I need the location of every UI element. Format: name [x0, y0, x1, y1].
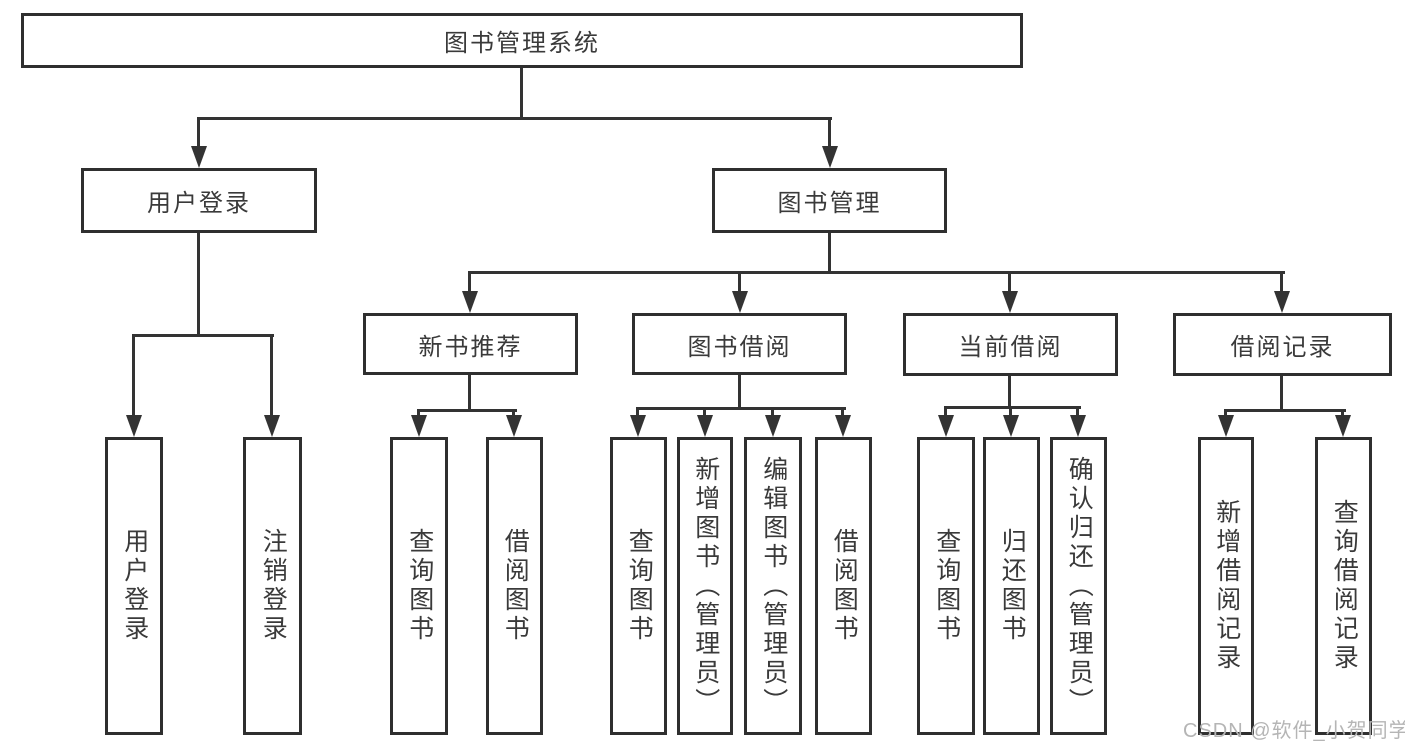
arrowhead-leaf-logout: [264, 415, 280, 437]
arrowhead-leaf-add-record: [1218, 415, 1234, 437]
leaf-logout-label: 注销登录: [259, 528, 288, 644]
arrowhead-leaf-user-login: [126, 415, 142, 437]
arrowhead-leaf-query-books-1: [411, 415, 427, 437]
connector-to-leaf-query-record: [1341, 409, 1344, 419]
leaf-query-borrow-record-label: 查询借阅记录: [1330, 499, 1359, 673]
leaf-query-books-2: 查询图书: [610, 437, 667, 735]
leaf-user-login: 用户登录: [105, 437, 163, 735]
arrowhead-book-borrowing: [732, 291, 748, 313]
connector-book-borrowing-stem: [738, 375, 741, 410]
leaf-return-book: 归还图书: [983, 437, 1040, 735]
connector-book-mgmt-stem: [828, 233, 831, 274]
arrowhead-leaf-confirm-return: [1070, 415, 1086, 437]
connector-to-leaf-logout: [270, 334, 273, 418]
connector-to-book-borrowing: [738, 271, 741, 293]
connector-to-leaf-edit-book: [771, 407, 774, 419]
connector-to-leaf-add-book: [703, 407, 706, 419]
leaf-logout: 注销登录: [243, 437, 302, 735]
connector-to-leaf-borrow-books-1: [512, 409, 515, 419]
connector-to-leaf-add-record: [1224, 409, 1227, 419]
connector-to-leaf-query-books-1: [417, 409, 420, 419]
leaf-edit-book-admin-label: 编辑图书（管理员）: [759, 455, 788, 717]
connector-user-login-stem: [197, 233, 200, 337]
connector-root-rail: [197, 117, 832, 120]
leaf-confirm-return-admin-label: 确认归还（管理员）: [1065, 455, 1094, 717]
arrowhead-leaf-borrow-books-1: [506, 415, 522, 437]
csdn-watermark: CSDN @软件_小贺同学: [1183, 720, 1405, 742]
node-current-borrowing: 当前借阅: [903, 313, 1118, 376]
leaf-borrow-books-2-label: 借阅图书: [830, 528, 859, 644]
arrowhead-leaf-query-record: [1335, 415, 1351, 437]
connector-to-leaf-return-book: [1009, 406, 1012, 419]
leaf-query-borrow-record: 查询借阅记录: [1315, 437, 1372, 735]
arrowhead-current-borrowing: [1002, 291, 1018, 313]
leaf-query-books-1: 查询图书: [390, 437, 448, 735]
connector-to-new-books: [468, 271, 471, 293]
leaf-return-book-label: 归还图书: [998, 528, 1027, 644]
connector-new-books-rail: [417, 409, 517, 412]
connector-new-books-stem: [468, 375, 471, 412]
leaf-add-borrow-record: 新增借阅记录: [1198, 437, 1254, 735]
node-book-borrowing: 图书借阅: [632, 313, 847, 375]
connector-to-current-borrowing: [1008, 271, 1011, 293]
arrowhead-leaf-add-book: [697, 415, 713, 437]
node-user-login: 用户登录: [81, 168, 317, 233]
leaf-query-books-3-label: 查询图书: [932, 528, 961, 644]
node-borrow-records: 借阅记录: [1173, 313, 1392, 376]
connector-borrow-records-stem: [1280, 376, 1283, 412]
arrowhead-leaf-query-books-2: [630, 415, 646, 437]
node-library-system: 图书管理系统: [21, 13, 1023, 68]
leaf-borrow-books-1-label: 借阅图书: [501, 528, 530, 644]
connector-book-borrowing-rail: [636, 407, 846, 410]
connector-user-login-rail: [132, 334, 274, 337]
leaf-add-book-admin-label: 新增图书（管理员）: [691, 455, 720, 717]
arrowhead-user-login: [191, 146, 207, 168]
connector-to-leaf-query-books-2: [636, 407, 639, 419]
connector-to-user-login: [197, 117, 200, 149]
connector-to-leaf-borrow-books-2: [841, 407, 844, 419]
connector-borrow-records-rail: [1224, 409, 1346, 412]
leaf-borrow-books-1: 借阅图书: [486, 437, 543, 735]
connector-current-borrowing-rail: [944, 406, 1081, 409]
connector-root-stem: [520, 68, 523, 119]
arrowhead-leaf-borrow-books-2: [835, 415, 851, 437]
connector-to-borrow-records: [1280, 271, 1283, 293]
leaf-add-borrow-record-label: 新增借阅记录: [1212, 499, 1241, 673]
connector-current-borrowing-stem: [1008, 376, 1011, 409]
arrowhead-borrow-records: [1274, 291, 1290, 313]
leaf-borrow-books-2: 借阅图书: [815, 437, 872, 735]
node-book-management: 图书管理: [712, 168, 947, 233]
leaf-edit-book-admin: 编辑图书（管理员）: [744, 437, 802, 735]
leaf-user-login-label: 用户登录: [120, 528, 149, 644]
node-new-book-recommend: 新书推荐: [363, 313, 578, 375]
connector-to-leaf-confirm-return: [1076, 406, 1079, 419]
arrowhead-book-management: [822, 146, 838, 168]
arrowhead-new-books: [462, 291, 478, 313]
connector-to-book-management: [828, 117, 831, 149]
leaf-add-book-admin: 新增图书（管理员）: [677, 437, 733, 735]
leaf-query-books-3: 查询图书: [917, 437, 975, 735]
arrowhead-leaf-return-book: [1003, 415, 1019, 437]
arrowhead-leaf-query-books-3: [938, 415, 954, 437]
connector-to-leaf-user-login: [132, 334, 135, 418]
leaf-query-books-2-label: 查询图书: [625, 528, 654, 644]
leaf-confirm-return-admin: 确认归还（管理员）: [1050, 437, 1107, 735]
arrowhead-leaf-edit-book: [765, 415, 781, 437]
connector-to-leaf-query-books-3: [944, 406, 947, 419]
leaf-query-books-1-label: 查询图书: [405, 528, 434, 644]
connector-book-mgmt-rail: [468, 271, 1285, 274]
